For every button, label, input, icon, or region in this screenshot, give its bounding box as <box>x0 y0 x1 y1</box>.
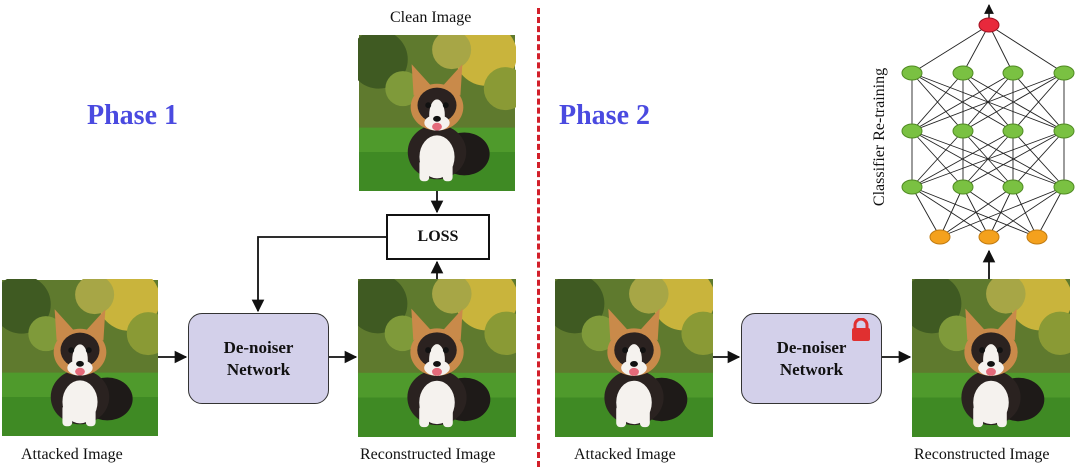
nn-input-node <box>930 230 950 244</box>
nn-hidden-node <box>902 180 922 194</box>
nn-output-node <box>979 18 999 32</box>
nn-edge <box>1013 187 1037 237</box>
nn-edge <box>963 25 989 73</box>
nn-hidden-node <box>1003 66 1023 80</box>
nn-hidden-node <box>1054 124 1074 138</box>
nn-hidden-node <box>953 124 973 138</box>
nn-hidden-node <box>1054 180 1074 194</box>
nn-hidden-node <box>1003 180 1023 194</box>
nn-edge <box>912 187 940 237</box>
nn-input-node <box>979 230 999 244</box>
nn-edge <box>989 25 1064 73</box>
nn-hidden-node <box>1054 66 1074 80</box>
nn-input-node <box>1027 230 1047 244</box>
nn-hidden-node <box>902 124 922 138</box>
nn-hidden-node <box>953 66 973 80</box>
classifier-network <box>902 18 1074 244</box>
arrow-loss-to-denoiser <box>258 237 386 311</box>
nn-edge <box>963 187 989 237</box>
nn-edge <box>1037 187 1064 237</box>
nn-hidden-node <box>902 66 922 80</box>
nn-edge <box>912 25 989 73</box>
nn-hidden-node <box>953 180 973 194</box>
nn-hidden-node <box>1003 124 1023 138</box>
